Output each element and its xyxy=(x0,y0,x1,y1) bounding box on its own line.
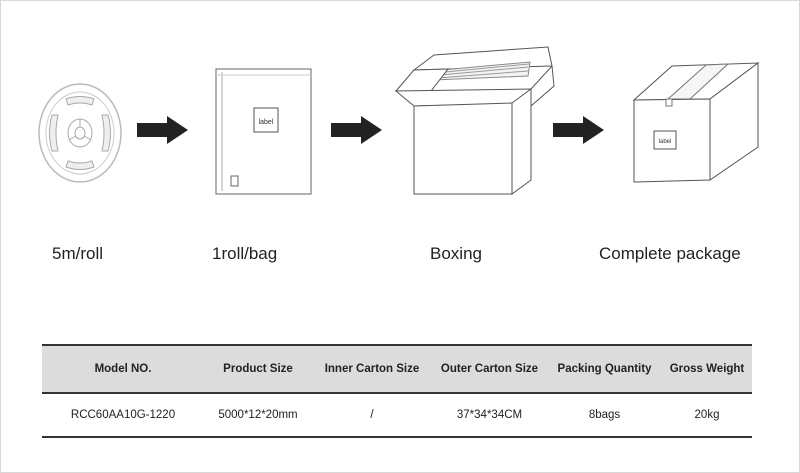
cell-model-no: RCC60AA10G-1220 xyxy=(42,393,204,438)
arrow-right-icon xyxy=(331,116,382,144)
sealed-box-icon: label xyxy=(632,62,760,183)
header-gross-weight: Gross Weight xyxy=(662,344,752,394)
step-label-boxing: Boxing xyxy=(430,244,482,263)
bag-label-text: label xyxy=(259,119,274,126)
bag-icon: label xyxy=(215,68,312,195)
cell-gross-weight: 20kg xyxy=(662,393,752,438)
table-header-row: Model NO. Product Size Inner Carton Size… xyxy=(42,344,752,394)
header-packing-quantity: Packing Quantity xyxy=(547,344,662,394)
cell-inner-carton-size: / xyxy=(312,393,432,438)
header-inner-carton-size: Inner Carton Size xyxy=(312,344,432,394)
arrow-right-icon xyxy=(137,116,188,144)
step-label-roll: 5m/roll xyxy=(52,244,104,263)
packing-spec-table: Model NO. Product Size Inner Carton Size… xyxy=(42,344,752,438)
arrow-right-icon xyxy=(553,116,604,144)
step-label-complete: Complete package xyxy=(599,244,741,263)
header-model-no: Model NO. xyxy=(42,344,204,394)
cell-outer-carton-size: 37*34*34CM xyxy=(432,393,547,438)
cell-product-size: 5000*12*20mm xyxy=(204,393,312,438)
box-label-text: label xyxy=(659,139,672,145)
header-product-size: Product Size xyxy=(204,344,312,394)
header-outer-carton-size: Outer Carton Size xyxy=(432,344,547,394)
cell-packing-quantity: 8bags xyxy=(547,393,662,438)
open-box-icon xyxy=(394,46,555,195)
reel-icon xyxy=(38,83,122,183)
table-row: RCC60AA10G-1220 5000*12*20mm / 37*34*34C… xyxy=(42,393,752,438)
step-label-bag: 1roll/bag xyxy=(212,244,278,263)
packaging-illustration: label label xyxy=(38,46,760,195)
